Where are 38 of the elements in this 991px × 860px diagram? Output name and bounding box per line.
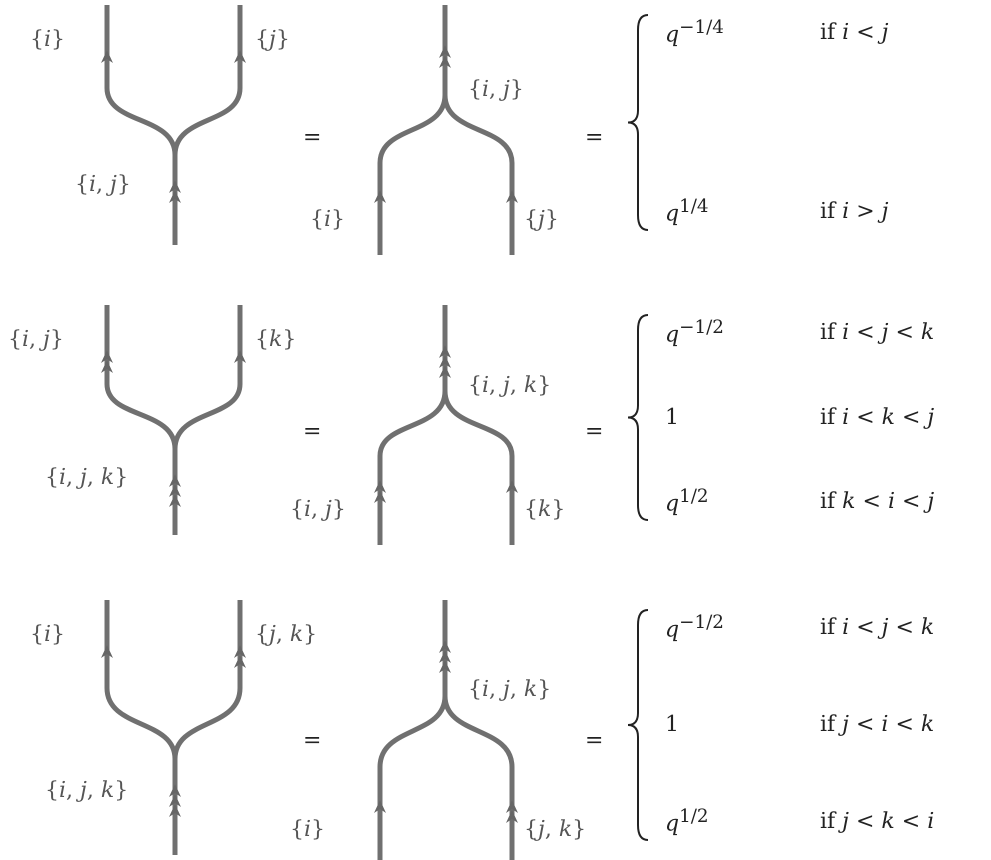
strand-label: {j} bbox=[255, 28, 290, 52]
strand-label: {i, j} bbox=[468, 78, 524, 102]
strand-label: {i, j, k} bbox=[468, 374, 552, 398]
strand-label: {j, k} bbox=[524, 818, 586, 842]
strand-label: {j, k} bbox=[255, 622, 318, 648]
case-condition: if i < j < k bbox=[820, 616, 934, 640]
case-value: q$^{1/4}$ bbox=[665, 197, 709, 227]
strand-label: {i} bbox=[30, 28, 66, 52]
equals-sign: = bbox=[585, 420, 604, 444]
strand-label: {i, j, k} bbox=[45, 778, 128, 804]
case-value: q$^{−1/2}$ bbox=[665, 318, 724, 348]
strand-label: {i, j} bbox=[290, 498, 346, 522]
strand-label: {i, j, k} bbox=[45, 466, 128, 490]
strand-label: {k} bbox=[255, 328, 296, 352]
case-value: q$^{1/2}$ bbox=[665, 487, 709, 517]
equals-sign: = bbox=[303, 126, 322, 150]
strand-label: {i} bbox=[310, 208, 346, 232]
strand-label: {k} bbox=[524, 498, 566, 522]
case-value: q$^{1/2}$ bbox=[665, 807, 709, 837]
case-value: q$^{−1/2}$ bbox=[665, 613, 724, 643]
case-condition: if i > j bbox=[820, 200, 888, 224]
case-value: 1 bbox=[665, 712, 679, 738]
case-condition: if i < k < j bbox=[820, 405, 934, 430]
strand-label: {i} bbox=[290, 818, 326, 842]
case-condition: if i < j < k bbox=[820, 320, 934, 346]
equals-sign: = bbox=[585, 126, 604, 150]
case-condition: if i < j bbox=[820, 20, 888, 46]
strand-label: {i, j} bbox=[8, 328, 64, 352]
equals-sign: = bbox=[585, 728, 604, 754]
case-value: 1 bbox=[665, 405, 679, 430]
case-value: q$^{−1/4}$ bbox=[665, 18, 724, 48]
case-condition: if k < i < j bbox=[820, 490, 934, 514]
strand-label: {j} bbox=[524, 208, 559, 232]
equals-sign: = bbox=[303, 420, 322, 444]
equals-sign: = bbox=[303, 728, 322, 754]
strand-label: {i, j, k} bbox=[468, 678, 552, 702]
strand-label: {i} bbox=[30, 622, 66, 648]
strand-label: {i, j} bbox=[75, 172, 131, 198]
